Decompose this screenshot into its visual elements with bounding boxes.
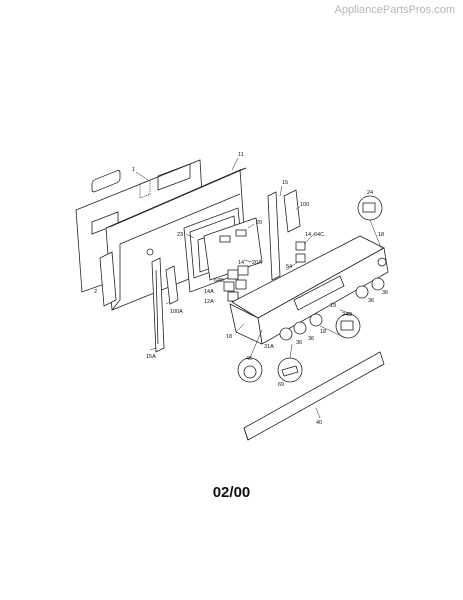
label-40: 40 (316, 420, 322, 426)
label-23: 23 (177, 232, 183, 238)
part-labels: 1 11 2 15 100 24 18 20 23 20A 14 64C 54 … (94, 152, 388, 426)
label-36d: 36 (296, 340, 302, 346)
label-31a: 31A (264, 344, 274, 350)
switch-group (223, 241, 306, 302)
knob-row (279, 313, 323, 341)
label-12a: 12A (204, 299, 214, 305)
label-100a: 100A (170, 309, 183, 315)
label-64c: 64C (314, 232, 324, 238)
label-36c: 36 (308, 336, 314, 342)
label-36a: 36 (368, 298, 374, 304)
left-rail (151, 257, 165, 353)
leader-lines (135, 157, 383, 419)
label-24d: 24D (342, 312, 352, 318)
label-46: 46 (246, 356, 252, 362)
label-15a: 15A (146, 354, 156, 360)
label-14b: 14 (238, 260, 244, 266)
label-54: 54 (286, 264, 292, 270)
label-15: 15 (282, 180, 288, 186)
label-64b: 64B (214, 278, 224, 284)
label-69: 69 (278, 382, 284, 388)
label-100: 100 (300, 202, 309, 208)
label-1: 1 (132, 167, 135, 173)
trim-strip (243, 351, 385, 441)
label-18b: 18 (226, 334, 232, 340)
watermark: AppliancePartsPros.com (334, 4, 455, 16)
label-18a: 18 (378, 232, 384, 238)
control-panel (229, 235, 389, 345)
label-20a: 20A (252, 260, 262, 266)
bracket-100a (165, 265, 179, 305)
label-36b: 36 (382, 290, 388, 296)
label-11: 11 (238, 152, 244, 158)
date-code: 02/00 (212, 484, 251, 501)
label-24: 24 (367, 190, 373, 196)
detail-69 (277, 357, 303, 383)
label-14-A: 14A (204, 289, 214, 295)
side-bracket-left (99, 251, 117, 307)
label-14a: 14 (305, 232, 311, 238)
label-19: 19 (330, 303, 336, 309)
detail-24d (335, 313, 361, 339)
detail-46 (237, 357, 263, 383)
detail-24 (357, 195, 383, 221)
right-rail (267, 189, 301, 281)
label-2: 2 (94, 289, 97, 295)
label-18c: 18 (320, 329, 326, 335)
label-20: 20 (256, 220, 262, 226)
